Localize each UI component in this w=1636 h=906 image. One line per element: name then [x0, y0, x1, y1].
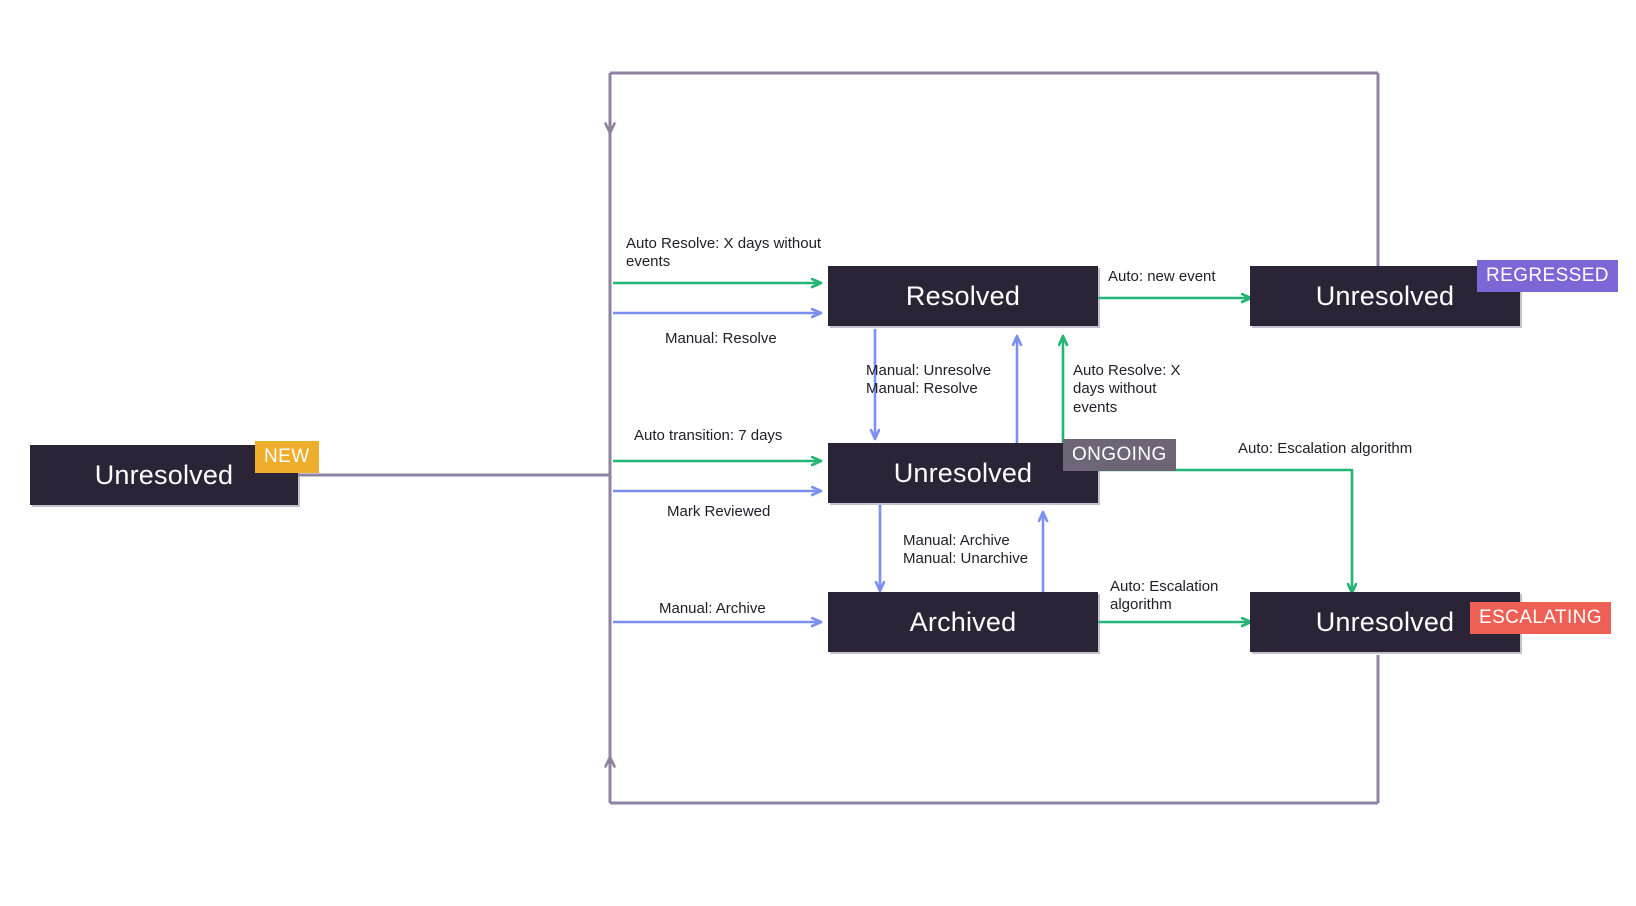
- edge-label-auto-new-event: Auto: new event: [1108, 268, 1216, 285]
- status-badge-regressed: REGRESSED: [1477, 260, 1618, 292]
- edge-label-manual-archive-unarchive: Manual: Archive Manual: Unarchive: [903, 532, 1029, 568]
- node-archived[interactable]: Archived: [828, 592, 1098, 652]
- edge-label-manual-archive: Manual: Archive: [659, 600, 766, 617]
- node-regressed-unresolved[interactable]: Unresolved: [1250, 266, 1520, 326]
- node-label: Unresolved: [893, 457, 1033, 488]
- edge-auto-escalation-top: [1098, 468, 1352, 592]
- edge-label-auto-resolve-x-days-2: Auto Resolve: X days without events: [1073, 362, 1181, 416]
- edge-label-auto-escalation-top: Auto: Escalation algorithm: [1238, 440, 1413, 457]
- node-ongoing-unresolved[interactable]: Unresolved: [828, 443, 1098, 503]
- node-new-unresolved[interactable]: Unresolved: [30, 445, 298, 505]
- edge-label-auto-transition-7-days: Auto transition: 7 days: [634, 427, 783, 444]
- node-label: Unresolved: [94, 459, 234, 490]
- status-badge-escalating: ESCALATING: [1470, 602, 1611, 634]
- edge-label-manual-unresolve-resolve: Manual: Unresolve Manual: Resolve: [866, 362, 992, 398]
- edge-label-auto-resolve-x-days: Auto Resolve: X days without events: [626, 235, 822, 271]
- node-label: Resolved: [905, 280, 1021, 311]
- node-label: Unresolved: [1315, 606, 1455, 637]
- status-badge-ongoing: ONGOING: [1063, 439, 1176, 471]
- node-resolved[interactable]: Resolved: [828, 266, 1098, 326]
- edge-label-auto-escalation-bottom: Auto: Escalation algorithm: [1110, 578, 1219, 614]
- node-label: Unresolved: [1315, 280, 1455, 311]
- status-badge-new: NEW: [255, 441, 319, 473]
- edge-label-mark-reviewed: Mark Reviewed: [667, 503, 771, 520]
- edge-loop-bottom-arrow: [604, 655, 1380, 805]
- node-label: Archived: [909, 606, 1017, 637]
- edge-label-manual-resolve: Manual: Resolve: [665, 330, 777, 347]
